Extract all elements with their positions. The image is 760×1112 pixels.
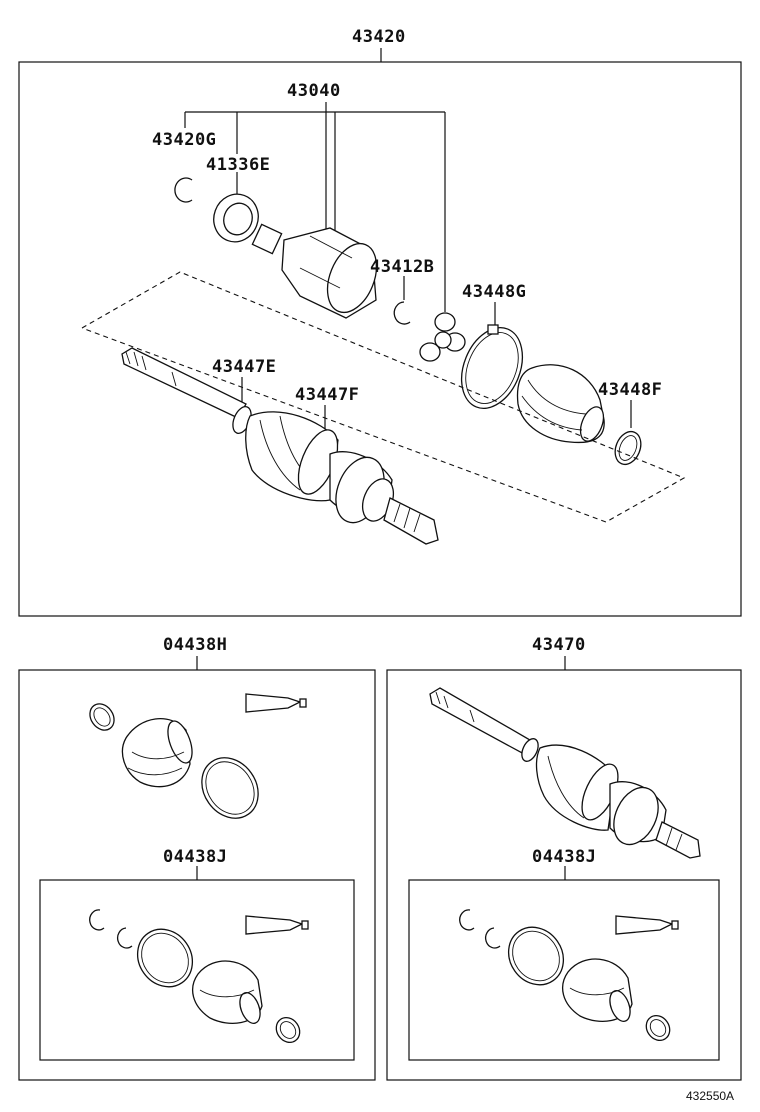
small-ring-j-right [484,927,501,949]
small-clamp-j-right [645,1014,671,1042]
label-43412B[interactable]: 43412B [370,257,434,277]
grease-tube-j-left [245,915,309,935]
bracket-43040 [184,102,446,312]
inboard-joint-43040 [251,223,378,319]
boot-j-right [562,958,633,1022]
frame-43470 [386,669,742,1081]
drive-shaft-43470 [429,687,701,859]
kit-04438H: 04438H 04438J [18,635,376,1081]
boot-j-left [192,960,263,1024]
small-clamp-h [89,703,115,731]
boot-clamp-43448F [614,430,642,466]
boot-h [121,718,193,788]
large-clamp-h [201,757,259,819]
seal-41336E [213,193,259,243]
label-43470[interactable]: 43470 [532,635,586,655]
frame-43420 [18,61,742,617]
large-clamp-j-right [507,926,565,986]
label-04438J-right[interactable]: 04438J [532,847,596,867]
inboard-boot [516,364,605,444]
grease-tube-j-right [615,915,679,935]
subassembly-outline [81,271,686,523]
label-43420[interactable]: 43420 [352,27,406,47]
label-43448F[interactable]: 43448F [598,380,662,400]
snap-ring-43412B [393,301,411,325]
label-43447F[interactable]: 43447F [295,385,359,405]
tripod-joint [419,312,466,362]
reference-code: 432550A [686,1089,734,1103]
grease-tube-h [245,693,307,713]
label-43447E[interactable]: 43447E [212,357,276,377]
frame-04438J-right [408,879,720,1061]
snap-ring-43420G [174,177,193,203]
frame-04438H [18,669,376,1081]
label-43040[interactable]: 43040 [287,81,341,101]
assembly-43470: 43470 04438J [386,635,742,1081]
label-41336E[interactable]: 41336E [206,155,270,175]
label-04438H[interactable]: 04438H [163,635,227,655]
assembly-43420: 43420 43040 43420G 41336E [18,27,742,617]
label-43448G[interactable]: 43448G [462,282,526,302]
snap-ring-j-left [89,909,105,931]
drive-shaft-main [121,347,439,545]
label-43420G[interactable]: 43420G [152,130,216,150]
frame-04438J-left [39,879,355,1061]
small-clamp-j-left [275,1016,301,1044]
label-04438J-left[interactable]: 04438J [163,847,227,867]
small-ring-j-left [116,927,133,949]
large-clamp-j-left [136,928,194,988]
boot-clamp-43448G [460,324,524,409]
snap-ring-j-right [459,909,475,931]
